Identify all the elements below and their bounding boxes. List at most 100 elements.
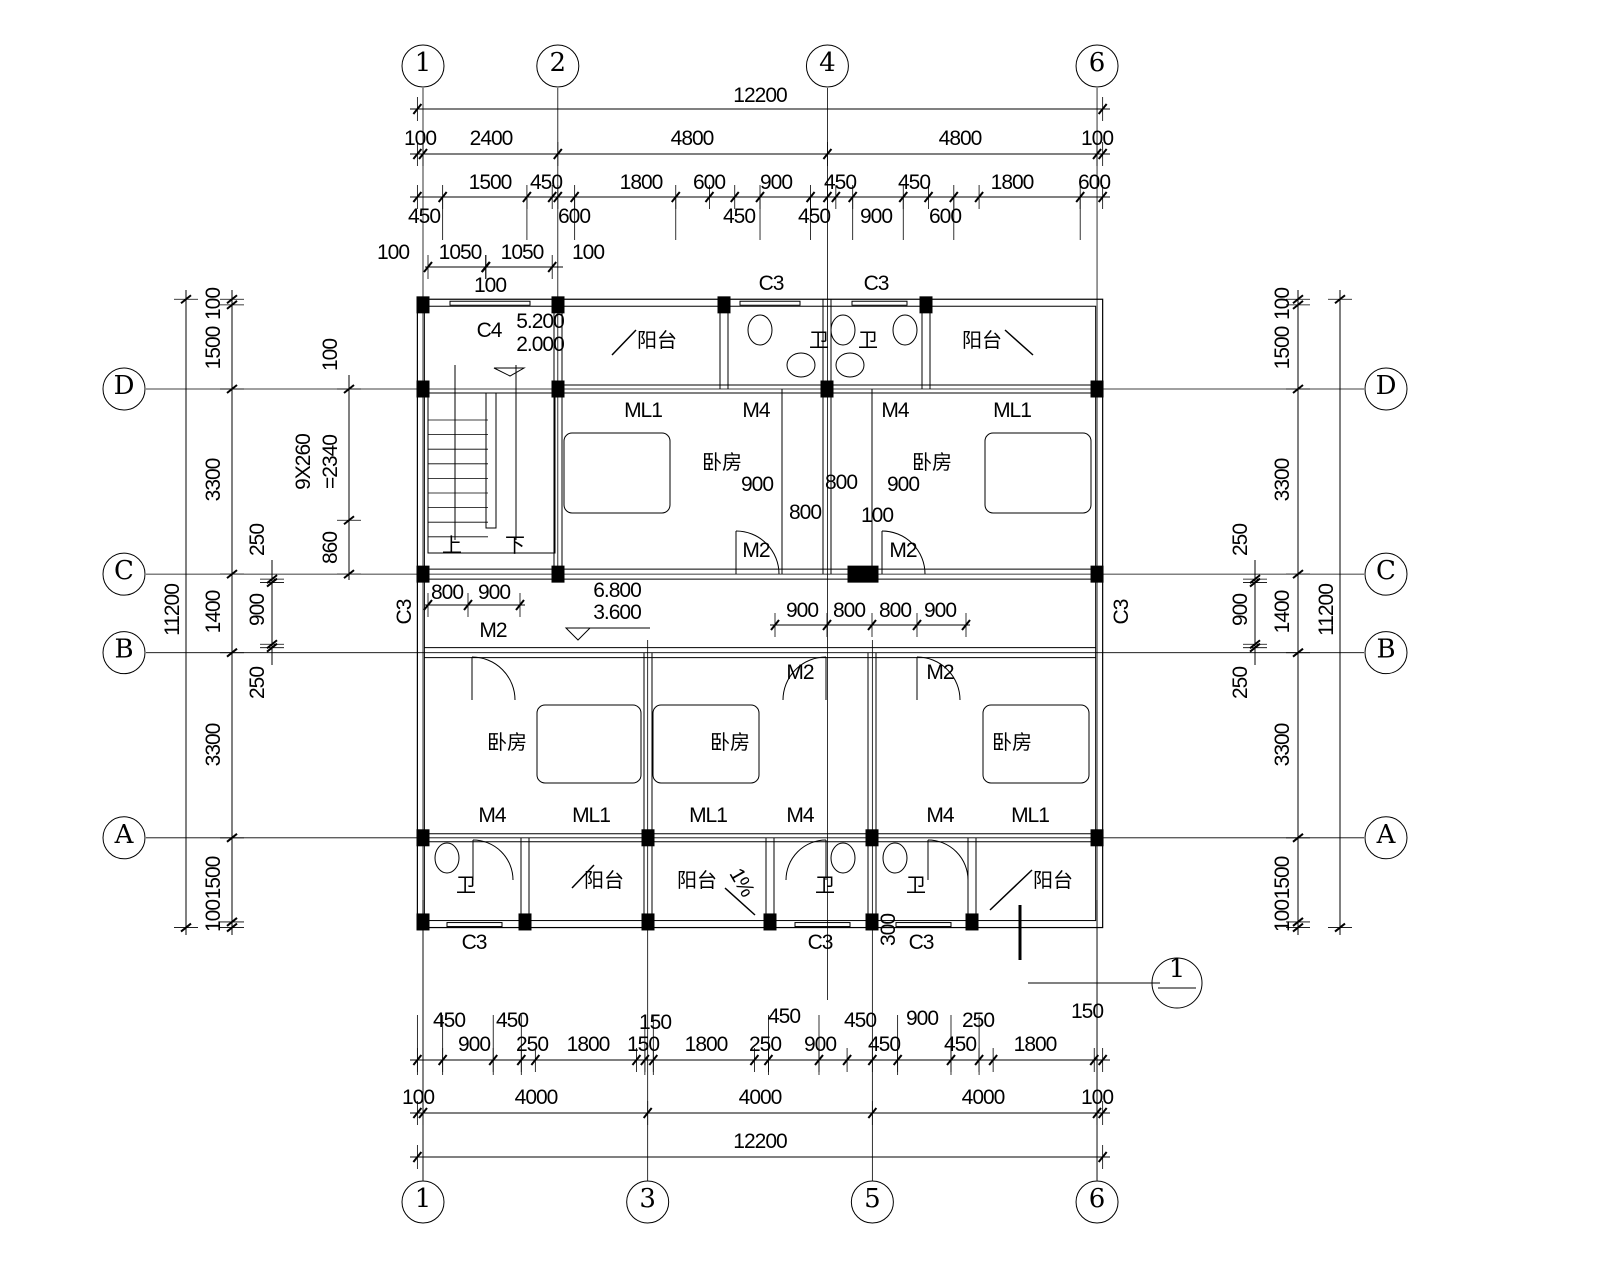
level-mark	[493, 367, 526, 377]
door-tag-ml1: ML1	[1011, 804, 1049, 827]
door-tag-m2: M2	[926, 661, 953, 684]
level-mark	[564, 627, 592, 641]
door-tag-ml1: ML1	[689, 804, 727, 827]
axis-bubble	[805, 44, 849, 88]
interior-dimension: 100	[861, 504, 893, 527]
bed	[984, 432, 1092, 514]
label: 450	[898, 171, 930, 194]
column	[518, 913, 532, 931]
window-tag-c4: C4	[477, 319, 503, 342]
door-tag-m2: M2	[742, 539, 769, 562]
window	[446, 922, 503, 928]
room-label-balcony: 阳台	[962, 328, 1002, 352]
axis-bubble	[1075, 44, 1119, 88]
room-label-balcony: 阳台	[584, 868, 624, 892]
axis-bubble	[536, 44, 580, 88]
axis-bubble	[102, 367, 146, 411]
axis-label: C	[114, 556, 134, 586]
toilet-icon	[434, 842, 460, 874]
window	[449, 300, 531, 306]
label: 4000	[962, 1086, 1005, 1109]
label: 450	[433, 1009, 465, 1032]
bed	[652, 704, 760, 784]
axis-label: D	[1376, 371, 1397, 401]
room-label-bathroom: 卫	[815, 873, 835, 897]
axis-label: 3	[639, 1184, 656, 1214]
window	[851, 300, 908, 306]
room-label-bedroom: 卧房	[992, 730, 1032, 754]
label: 100	[404, 127, 436, 150]
corridor-dimension: 900	[786, 599, 818, 622]
label: 4800	[939, 127, 982, 150]
stair-up-label: 上	[442, 533, 462, 557]
axis-label: 1	[415, 1184, 432, 1214]
axis-label: B	[114, 635, 133, 665]
axis-label: A	[114, 820, 135, 850]
bed	[536, 704, 642, 784]
label: 100	[1081, 1086, 1113, 1109]
washbasin-icon	[835, 352, 865, 378]
label: 150	[639, 1011, 671, 1034]
label: =2340	[319, 435, 342, 489]
column	[641, 913, 655, 931]
column	[865, 829, 879, 847]
door-swing	[785, 839, 827, 881]
stair-outline	[427, 392, 556, 554]
slope-arrow	[724, 887, 756, 916]
label: 1800	[991, 171, 1034, 194]
label: 100	[202, 900, 225, 932]
door-swing	[735, 530, 780, 575]
label: 11200	[161, 584, 184, 636]
room-label-bedroom: 卧房	[702, 450, 742, 474]
label: 600	[1078, 171, 1110, 194]
axis-label: 6	[1089, 1184, 1106, 1214]
axis-label: 6	[1089, 48, 1106, 78]
label: 4000	[739, 1086, 782, 1109]
door-swing	[881, 530, 926, 575]
toilet-icon	[892, 314, 918, 346]
label: 100	[319, 339, 342, 371]
washbasin-icon	[786, 352, 816, 378]
door-tag-m2: M2	[786, 661, 813, 684]
room-label-bedroom: 卧房	[710, 730, 750, 754]
axis-bubble	[1364, 367, 1408, 411]
label: 860	[319, 532, 342, 564]
toilet-icon	[882, 842, 908, 874]
door-swing	[927, 839, 969, 881]
room-label-bathroom: 卫	[456, 873, 476, 897]
exterior-wall-inner	[423, 305, 1097, 922]
room-label-bedroom: 卧房	[487, 730, 527, 754]
window-tag-c3: C3	[808, 931, 833, 954]
window-tag-c3: C3	[393, 599, 416, 624]
column	[416, 829, 430, 847]
axis-bubble	[1364, 552, 1408, 596]
label: 100	[402, 1086, 434, 1109]
window	[794, 922, 851, 928]
door-tag-ml1: ML1	[624, 399, 662, 422]
label: 4800	[671, 127, 714, 150]
window-tag-c3: C3	[759, 272, 784, 295]
label: 1500	[202, 326, 225, 369]
label: 900	[804, 1033, 836, 1056]
label: 450	[408, 205, 440, 228]
door-tag-m4: M4	[478, 804, 506, 827]
label: 450	[824, 171, 856, 194]
axis-label: C	[1376, 556, 1396, 586]
label: 3300	[1271, 458, 1294, 501]
room-label-bathroom: 卫	[858, 328, 878, 352]
column	[965, 913, 979, 931]
label: 100	[572, 241, 604, 264]
window-tag-c3: C3	[864, 272, 889, 295]
corridor-dimension: 800	[833, 599, 865, 622]
label: 1800	[1014, 1033, 1057, 1056]
label: 3300	[1271, 723, 1294, 766]
toilet-icon	[830, 842, 856, 874]
toilet-icon	[830, 314, 856, 346]
slope-arrow	[611, 329, 637, 356]
label: 1500	[469, 171, 512, 194]
label: 11200	[1315, 584, 1338, 636]
label: 150	[627, 1033, 659, 1056]
bed	[982, 704, 1090, 784]
label: 900	[906, 1007, 938, 1030]
axis-bubble	[102, 631, 146, 675]
